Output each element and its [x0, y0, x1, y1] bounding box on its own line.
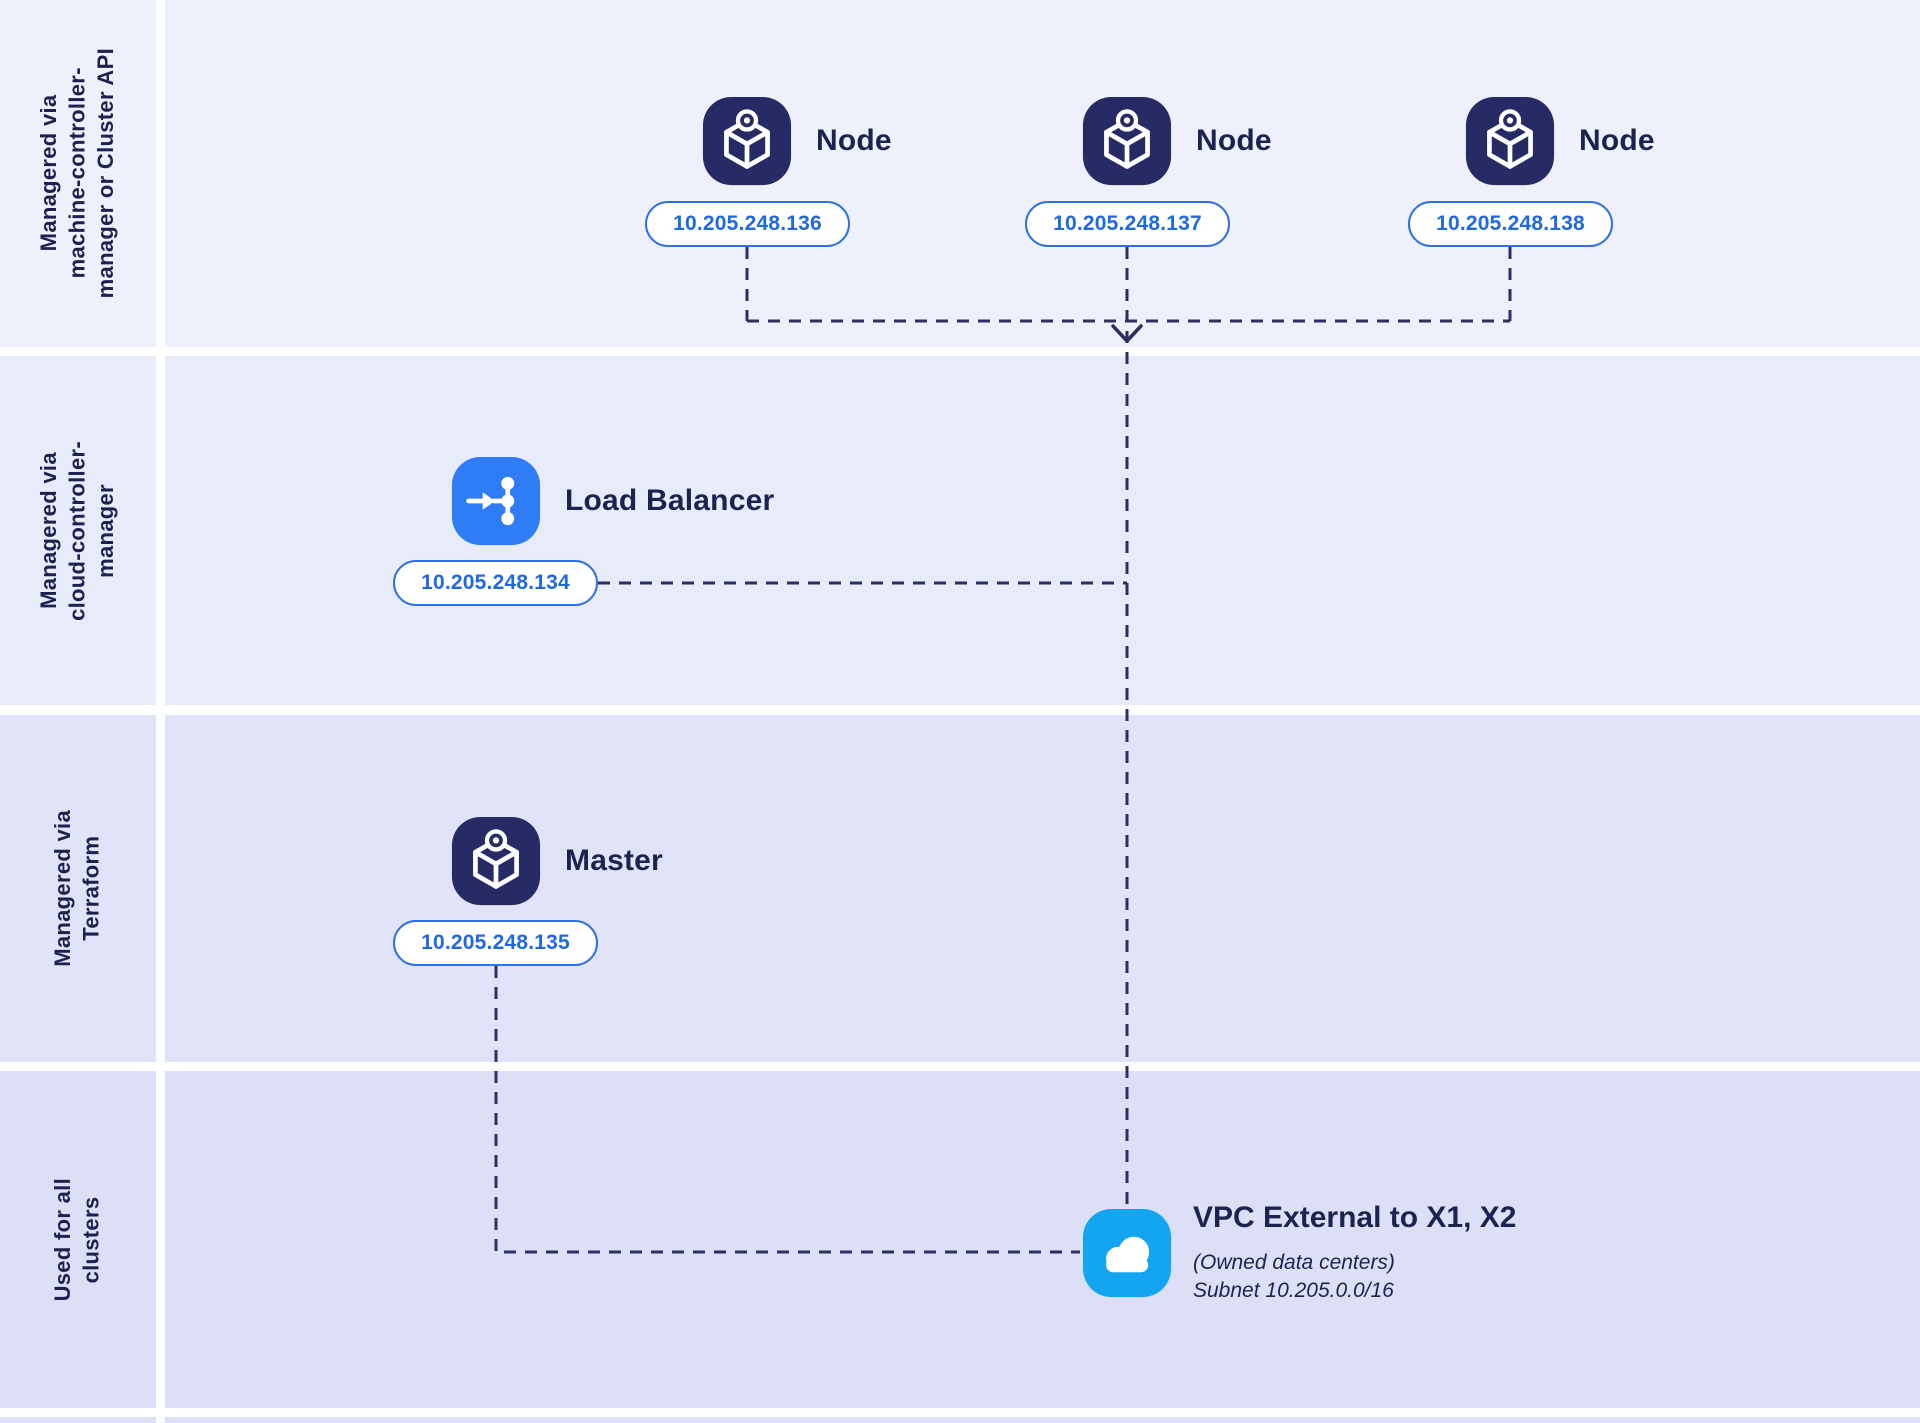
lane-label-line: manager — [93, 483, 119, 578]
node-1: Node — [700, 94, 892, 188]
lane-label-line: Used for all — [50, 1177, 76, 1302]
lane-label-terraform: Managered via Terraform — [0, 715, 156, 1062]
ip-text: 10.205.248.134 — [421, 571, 570, 594]
vpc-subnet: Subnet 10.205.0.0/16 — [1193, 1279, 1394, 1303]
ip-text: 10.205.248.135 — [421, 931, 570, 954]
node-label: Node — [816, 124, 892, 157]
load-balancer-icon — [451, 456, 541, 546]
vpc-title: VPC External to X1, X2 — [1193, 1201, 1517, 1234]
lane-label-line: Terraform — [79, 836, 104, 941]
lane-cloud-controller — [0, 356, 1920, 705]
cube-node-icon — [451, 816, 541, 906]
lane-label-line: Managered via — [50, 810, 76, 967]
cloud-icon — [1082, 1208, 1172, 1298]
lane-label-line: cloud-controller- — [64, 440, 90, 621]
lane-label-line: Managered via — [36, 95, 62, 252]
node-1-ip-badge: 10.205.248.136 — [645, 201, 850, 247]
load-balancer: Load Balancer — [449, 454, 774, 548]
master: Master — [449, 814, 663, 908]
ip-text: 10.205.248.136 — [673, 212, 822, 235]
lane-label-machine-controller: Managered via machine-controller- manage… — [0, 0, 156, 347]
load-balancer-ip-badge: 10.205.248.134 — [393, 560, 598, 606]
lane-all-clusters — [0, 1071, 1920, 1408]
lane-label-line: clusters — [79, 1196, 104, 1283]
master-ip-badge: 10.205.248.135 — [393, 920, 598, 966]
lane-label-all-clusters: Used for all clusters — [0, 1071, 156, 1408]
lane-label-line: manager or Cluster API — [93, 48, 119, 299]
lane-label-cloud-controller: Managered via cloud-controller- manager — [0, 356, 156, 705]
master-label: Master — [565, 844, 663, 877]
lane-machine-controller — [0, 0, 1920, 347]
lane-label-line: machine-controller- — [64, 67, 90, 280]
vpc-subtitle: (Owned data centers) — [1193, 1251, 1395, 1274]
load-balancer-label: Load Balancer — [565, 484, 775, 517]
lane-label-line: Managered via — [36, 452, 62, 609]
label-column-divider — [156, 0, 165, 1423]
vpc — [1080, 1206, 1174, 1300]
node-3: Node — [1463, 94, 1655, 188]
ip-text: 10.205.248.138 — [1436, 212, 1585, 235]
cube-node-icon — [702, 96, 792, 186]
cube-node-icon — [1465, 96, 1555, 186]
cube-node-icon — [1082, 96, 1172, 186]
node-2: Node — [1080, 94, 1272, 188]
lane-bottom-edge — [0, 1417, 1920, 1423]
node-2-ip-badge: 10.205.248.137 — [1025, 201, 1230, 247]
vpc-text-block: VPC External to X1, X2 (Owned data cente… — [1193, 1201, 1516, 1306]
node-label: Node — [1579, 124, 1655, 157]
lane-terraform — [0, 715, 1920, 1062]
ip-text: 10.205.248.137 — [1053, 212, 1202, 235]
node-3-ip-badge: 10.205.248.138 — [1408, 201, 1613, 247]
node-label: Node — [1196, 124, 1272, 157]
